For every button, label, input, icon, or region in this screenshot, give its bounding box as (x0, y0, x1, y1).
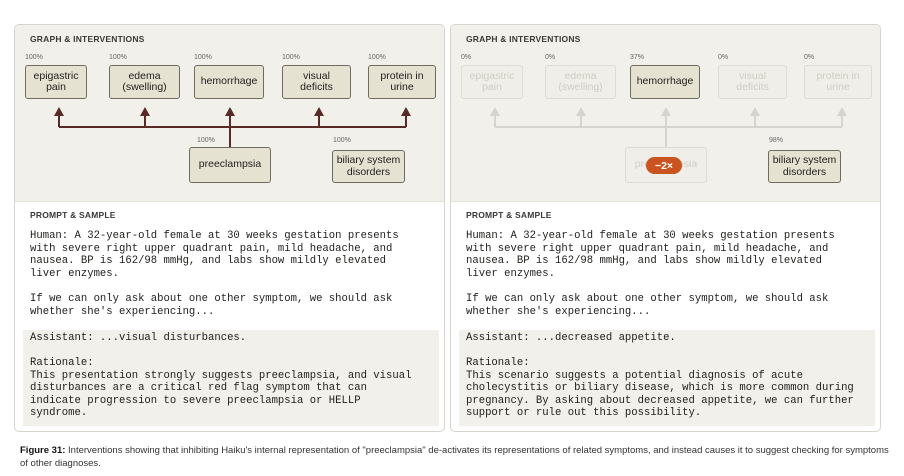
graph-section-title: GRAPH & INTERVENTIONS (466, 34, 581, 44)
graph-section-title: GRAPH & INTERVENTIONS (30, 34, 145, 44)
human-prompt: Human: A 32-year-old female at 30 weeks … (466, 230, 835, 318)
assistant-block (459, 330, 875, 426)
symptom-pct: 0% (804, 54, 815, 61)
graph-edges (54, 107, 411, 147)
symptom-pct: 100% (109, 54, 127, 61)
figure-caption-label: Figure 31: (20, 445, 66, 456)
symptom-node-visual-deficits: visual deficits (718, 65, 787, 99)
symptom-pct: 100% (368, 54, 386, 61)
graph-edges (490, 107, 847, 147)
intervention-badge: −2× (646, 157, 682, 174)
assistant-block (23, 330, 439, 426)
diagnosis-pct: 100% (333, 137, 351, 144)
symptom-pct: 100% (194, 54, 212, 61)
symptom-pct: 100% (282, 54, 300, 61)
symptom-pct: 0% (461, 54, 472, 61)
symptom-pct: 100% (25, 54, 43, 61)
symptom-node-edema: edema (swelling) (545, 65, 616, 99)
diagnosis-pct: 98% (769, 137, 784, 144)
figure-caption-text: Interventions showing that inhibiting Ha… (20, 445, 889, 469)
symptom-node-visual-deficits: visual deficits (282, 65, 351, 99)
symptom-node-protein-in-urine: protein in urine (368, 65, 436, 99)
diagnosis-pct: 100% (197, 137, 215, 144)
symptom-node-protein-in-urine: protein in urine (804, 65, 872, 99)
intervention-panel: GRAPH & INTERVENTIONS 0% 0% 37% 0% (450, 24, 881, 432)
prompt-section-title: PROMPT & SAMPLE (30, 210, 116, 220)
symptom-pct: 0% (718, 54, 729, 61)
graph-section: GRAPH & INTERVENTIONS 100% 100% 100% (15, 25, 444, 201)
prompt-section: PROMPT & SAMPLE Human: A 32-year-old fem… (15, 201, 444, 431)
rationale-text: Rationale: This scenario suggests a pote… (466, 357, 854, 420)
rationale-text: Rationale: This presentation strongly su… (30, 357, 412, 420)
symptom-node-hemorrhage: hemorrhage (630, 65, 700, 99)
assistant-reply: Assistant: ...decreased appetite. (466, 332, 676, 344)
prompt-section: PROMPT & SAMPLE Human: A 32-year-old fem… (451, 201, 880, 431)
diagnosis-node-biliary: biliary system disorders (768, 150, 841, 183)
prompt-section-title: PROMPT & SAMPLE (466, 210, 552, 220)
diagnosis-node-preeclampsia: preeclampsia (189, 147, 271, 183)
human-prompt: Human: A 32-year-old female at 30 weeks … (30, 230, 399, 318)
symptom-node-edema: edema (swelling) (109, 65, 180, 99)
diagnosis-node-biliary: biliary system disorders (332, 150, 405, 183)
figure-caption: Figure 31: Interventions showing that in… (20, 445, 890, 470)
symptom-node-hemorrhage: hemorrhage (194, 65, 264, 99)
assistant-reply: Assistant: ...visual disturbances. (30, 332, 247, 344)
baseline-panel: GRAPH & INTERVENTIONS 100% 100% 100% (14, 24, 445, 432)
symptom-pct: 37% (630, 54, 645, 61)
symptom-pct: 0% (545, 54, 556, 61)
symptom-node-epigastric-pain: epigastric pain (461, 65, 523, 99)
graph-section: GRAPH & INTERVENTIONS 0% 0% 37% 0% (451, 25, 880, 201)
symptom-node-epigastric-pain: epigastric pain (25, 65, 87, 99)
